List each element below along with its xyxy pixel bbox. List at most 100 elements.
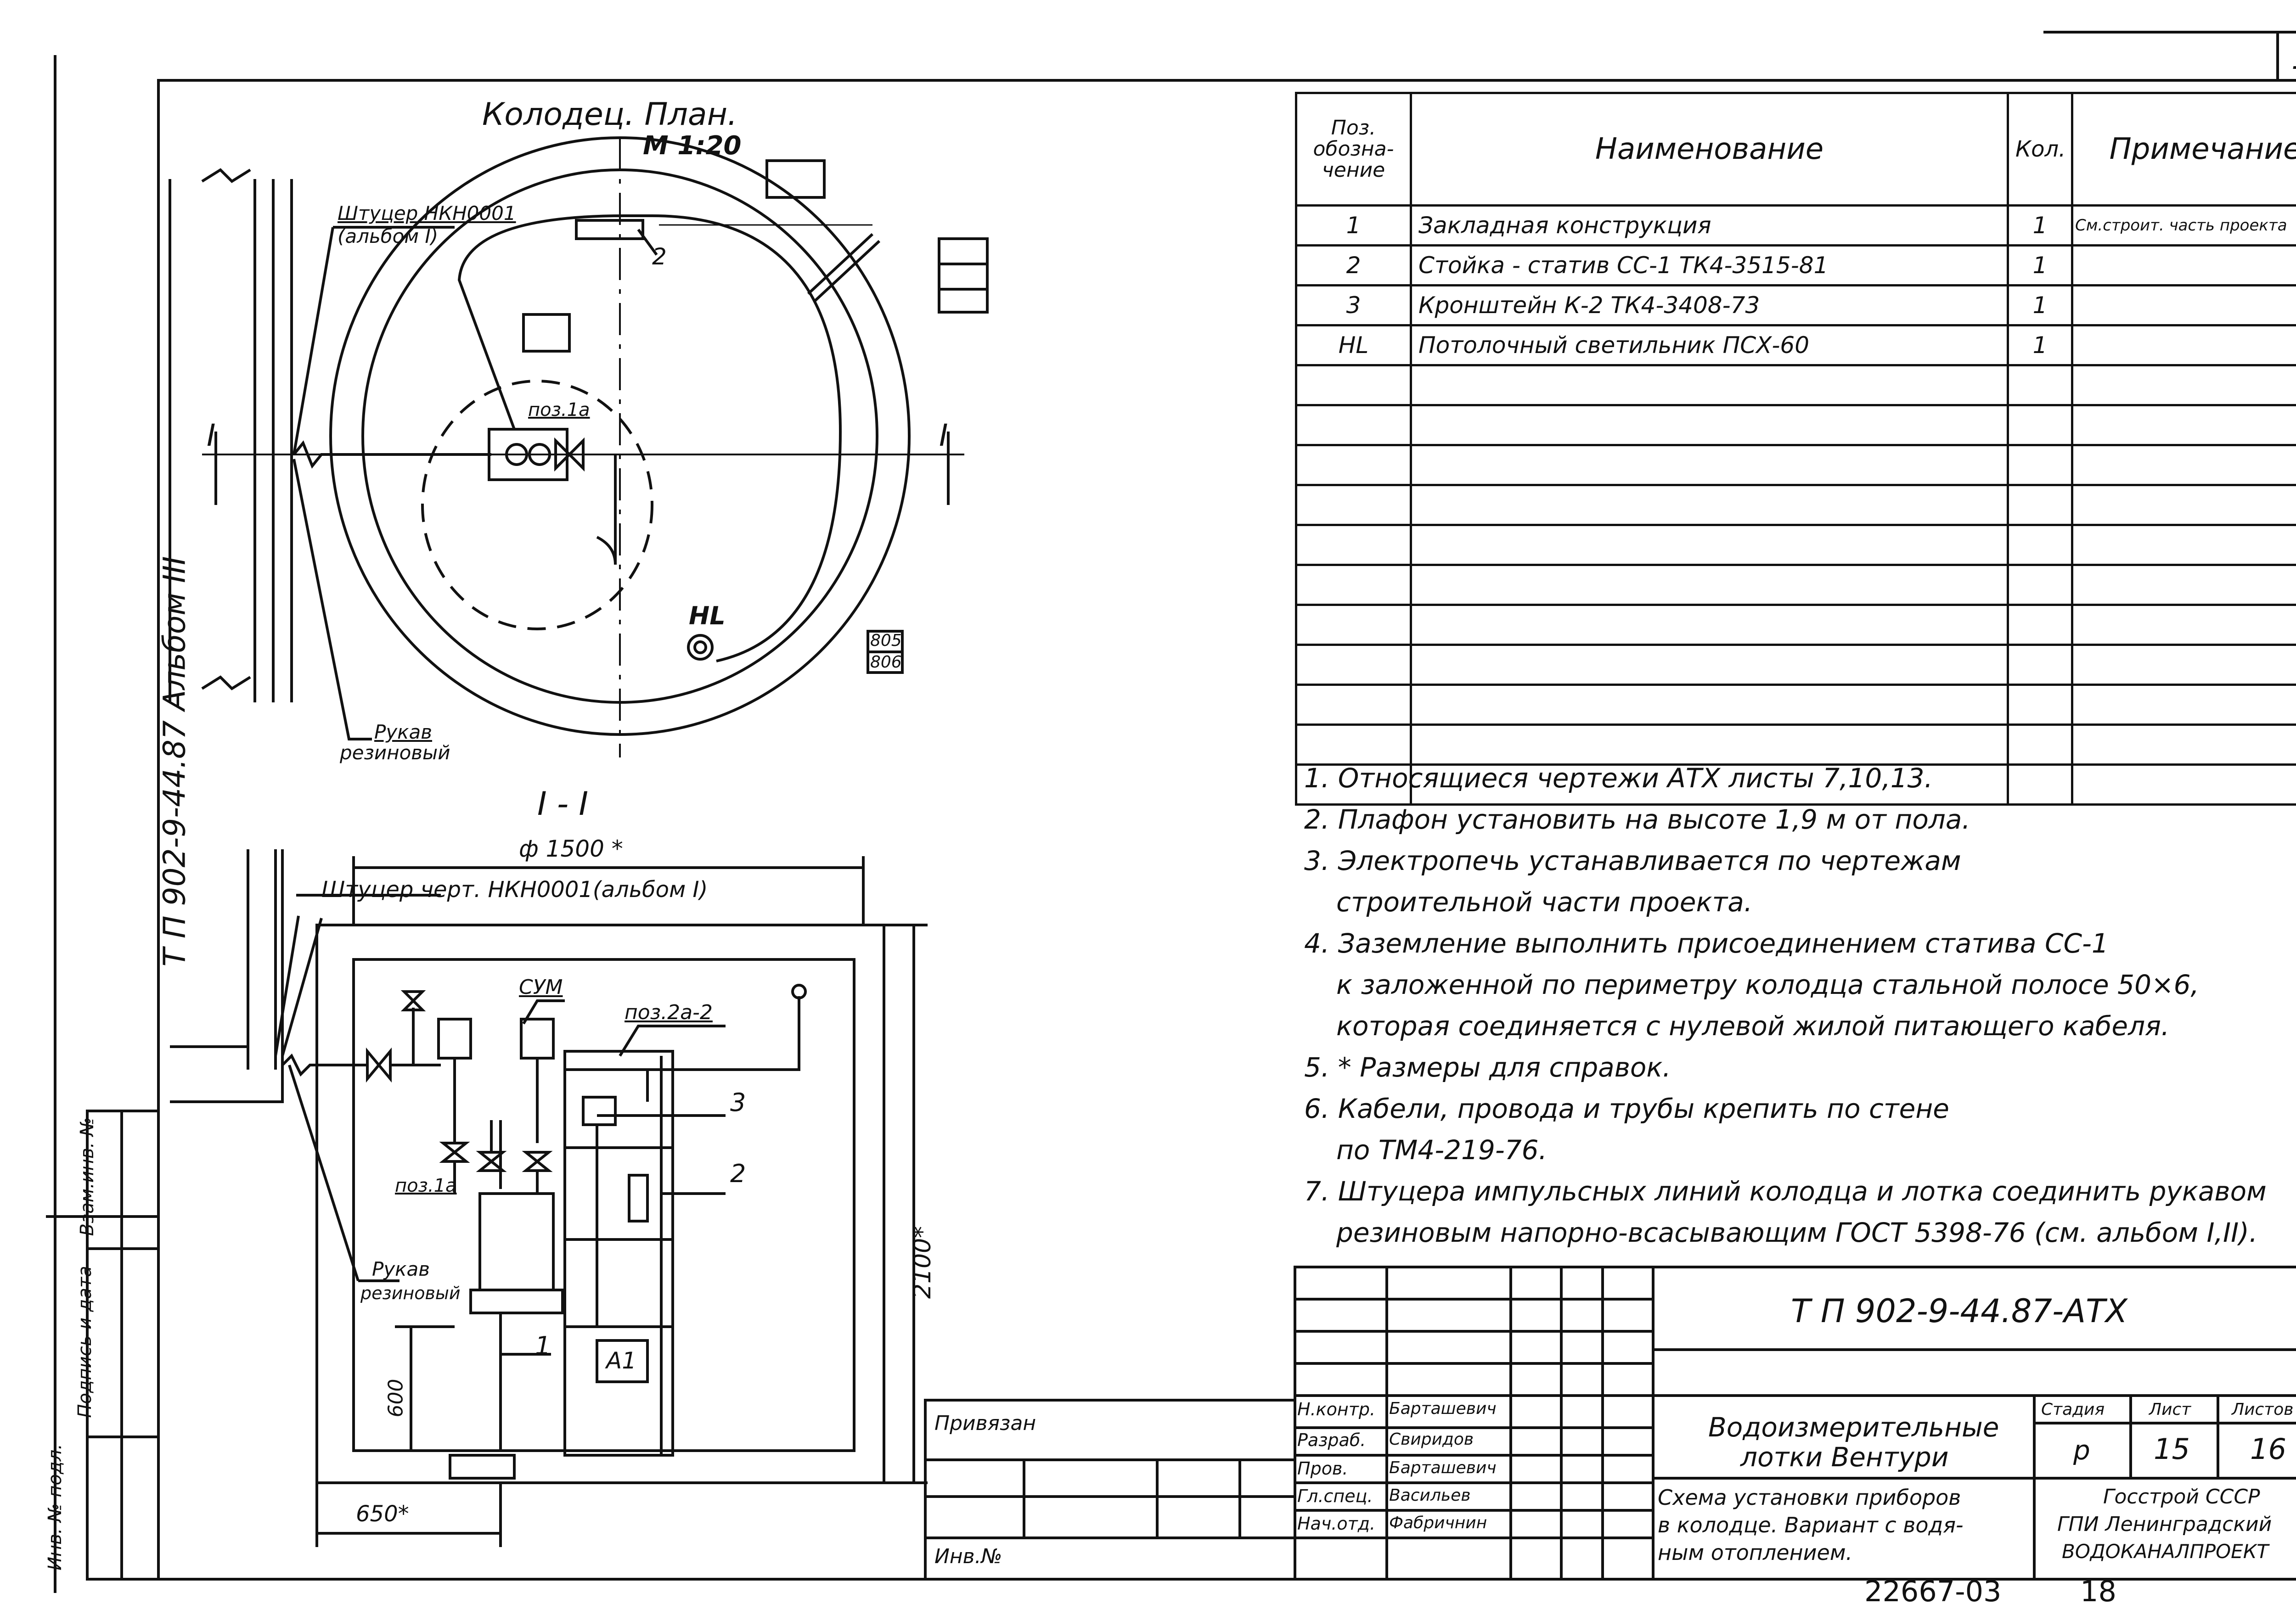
plan-hose-1: Рукав [374,721,433,743]
table-row: HL Потолочный светильник ПСХ-60 1 [1295,324,2296,366]
margin-inv-orig: Инв. № подл. [45,1444,66,1570]
stamp-title-1: Водоизмерительные [1708,1412,1999,1443]
section-fitting-label: Штуцер черт. НКН0001(альбом I) [321,877,708,903]
section-label-1: 1 [535,1331,551,1360]
stamp-name: Фабричнин [1389,1514,1487,1532]
note-line: 6. Кабели, провода и трубы крепить по ст… [1304,1093,1949,1124]
stamp-desc-1: Схема установки приборов [1658,1485,1961,1510]
section-pos-1a: поз.1а [395,1175,457,1196]
plan-pos-2: 2 [652,243,667,270]
stamp-name: Барташевич [1389,1458,1497,1477]
table-row-empty [1295,404,2296,446]
stamp-role: Нач.отд. [1297,1514,1376,1534]
plan-hl: HL [689,601,726,630]
section-label-3: 3 [730,1088,746,1117]
stamp-role: Гл.спец. [1297,1486,1373,1506]
plan-box-806: 806 [870,653,902,672]
note-line: 7. Штуцера импульсных линий колодца и ло… [1304,1176,2267,1207]
stamp-role: Разраб. [1297,1430,1366,1450]
section-diameter: ф 1500 * [519,836,623,862]
plan-title: Колодец. План. [482,96,737,133]
stamp-org-2: ГПИ Ленинградский [2057,1513,2272,1536]
plan-fitting-label-1: Штуцер НКН0001 [338,202,516,224]
note-line: 3. Электропечь устанавливается по чертеж… [1304,845,1961,876]
margin-sign-date: Подпись и дата [74,1266,96,1418]
table-row-empty [1295,644,2296,686]
table-row: 1 Закладная конструкция 1 См.строит. час… [1295,204,2296,247]
stamp-role: Н.контр. [1297,1399,1376,1419]
row-note [2071,284,2296,326]
stamp-sheet: 15 [2154,1432,2190,1466]
stamp-desc-3: ным отоплением. [1658,1540,1853,1565]
archive-number: 22667-03 [1864,1575,2002,1608]
header-qty: Кол. [2007,92,2073,207]
row-qty: 1 [2007,204,2073,247]
row-pos: 1 [1295,204,1412,247]
note-line: которая соединяется с нулевой жилой пита… [1336,1010,2170,1042]
stamp-name: Васильев [1389,1486,1471,1505]
row-name: Кронштейн К-2 ТК4-3408-73 [1410,284,2009,326]
row-pos: HL [1295,324,1412,366]
plan-pos-1a: поз.1а [528,399,590,421]
stamp-title-2: лотки Вентури [1740,1441,1949,1473]
table-row-empty [1295,763,2296,806]
stamp-attached: Привязан [934,1412,1036,1435]
section-pos-2a2: поз.2а-2 [625,1001,713,1024]
note-line: 2. Плафон установить на высоте 1,9 м от … [1304,804,1970,835]
plan-hose-2: резиновый [340,741,450,764]
stamp-role: Пров. [1297,1458,1348,1479]
table-row-empty [1295,723,2296,766]
table-row: 2 Стойка - статив СС-1 ТК4-3515-81 1 [1295,244,2296,286]
table-row: 3 Кронштейн К-2 ТК4-3408-73 1 [1295,284,2296,326]
row-name: Стойка - статив СС-1 ТК4-3515-81 [1410,244,2009,286]
section-dim-650: 650* [356,1501,409,1527]
sheet-corner-number: 11 [2291,39,2296,77]
plan-box-805: 805 [870,631,902,650]
note-line: 4. Заземление выполнить присоединением с… [1304,928,2109,959]
section-title: I - I [537,785,589,823]
header-note: Примечание [2071,92,2296,207]
stamp-name: Барташевич [1389,1399,1497,1418]
stamp-sheets-header: Листов [2232,1400,2294,1419]
header-name: Наименование [1410,92,2009,207]
stamp-sheets: 16 [2250,1432,2286,1466]
general-notes: 1. Относящиеся чертежи АТХ листы 7,10,13… [1304,757,2267,1253]
parts-table: Поз. обозна- чение Наименование Кол. При… [1295,92,2296,806]
note-line: строительной части проекта. [1336,886,1753,918]
note-line: 1. Относящиеся чертежи АТХ листы 7,10,13… [1304,763,1933,794]
section-dim-2100: 2100* [909,1226,937,1299]
row-name: Потолочный светильник ПСХ-60 [1410,324,2009,366]
note-line: к заложенной по периметру колодца стальн… [1336,969,2199,1000]
row-note [2071,244,2296,286]
stamp-name: Свиридов [1389,1430,1474,1449]
side-album-label: Т П 902-9-44.87 Альбом III [157,556,192,967]
header-pos: Поз. обозна- чение [1295,92,1412,207]
margin-replace-inv: Взам.инв. № [77,1117,98,1236]
section-sum: СУМ [519,976,563,999]
row-name: Закладная конструкция [1410,204,2009,247]
stamp-org-1: Госстрой СССР [2103,1485,2260,1508]
note-line: резиновым напорно-всасывающим ГОСТ 5398-… [1336,1217,2258,1248]
section-a1: А1 [606,1347,637,1374]
table-row-empty [1295,524,2296,566]
section-hose-1: Рукав [372,1258,430,1280]
stamp-doc-code: Т П 902-9-44.87-АТХ [1791,1292,2127,1330]
section-hose-2: резиновый [360,1283,461,1303]
archive-sheet: 18 [2080,1575,2116,1608]
section-label-2: 2 [730,1159,746,1188]
table-row-empty [1295,484,2296,526]
stamp-desc-2: в колодце. Вариант с водя- [1658,1513,1964,1537]
row-qty: 1 [2007,284,2073,326]
row-qty: 1 [2007,244,2073,286]
note-line: по ТМ4-219-76. [1336,1134,1548,1166]
section-dim-600: 600 [384,1379,408,1418]
stamp-inv: Инв.№ [934,1545,1002,1568]
table-row-empty [1295,444,2296,486]
row-note [2071,324,2296,366]
stamp-sheet-header: Лист [2149,1400,2191,1419]
section-mark-right: I [939,418,948,453]
stamp-stage: р [2073,1435,2090,1466]
stamp-org-3: ВОДОКАНАЛПРОЕКТ [2062,1540,2269,1563]
row-qty: 1 [2007,324,2073,366]
